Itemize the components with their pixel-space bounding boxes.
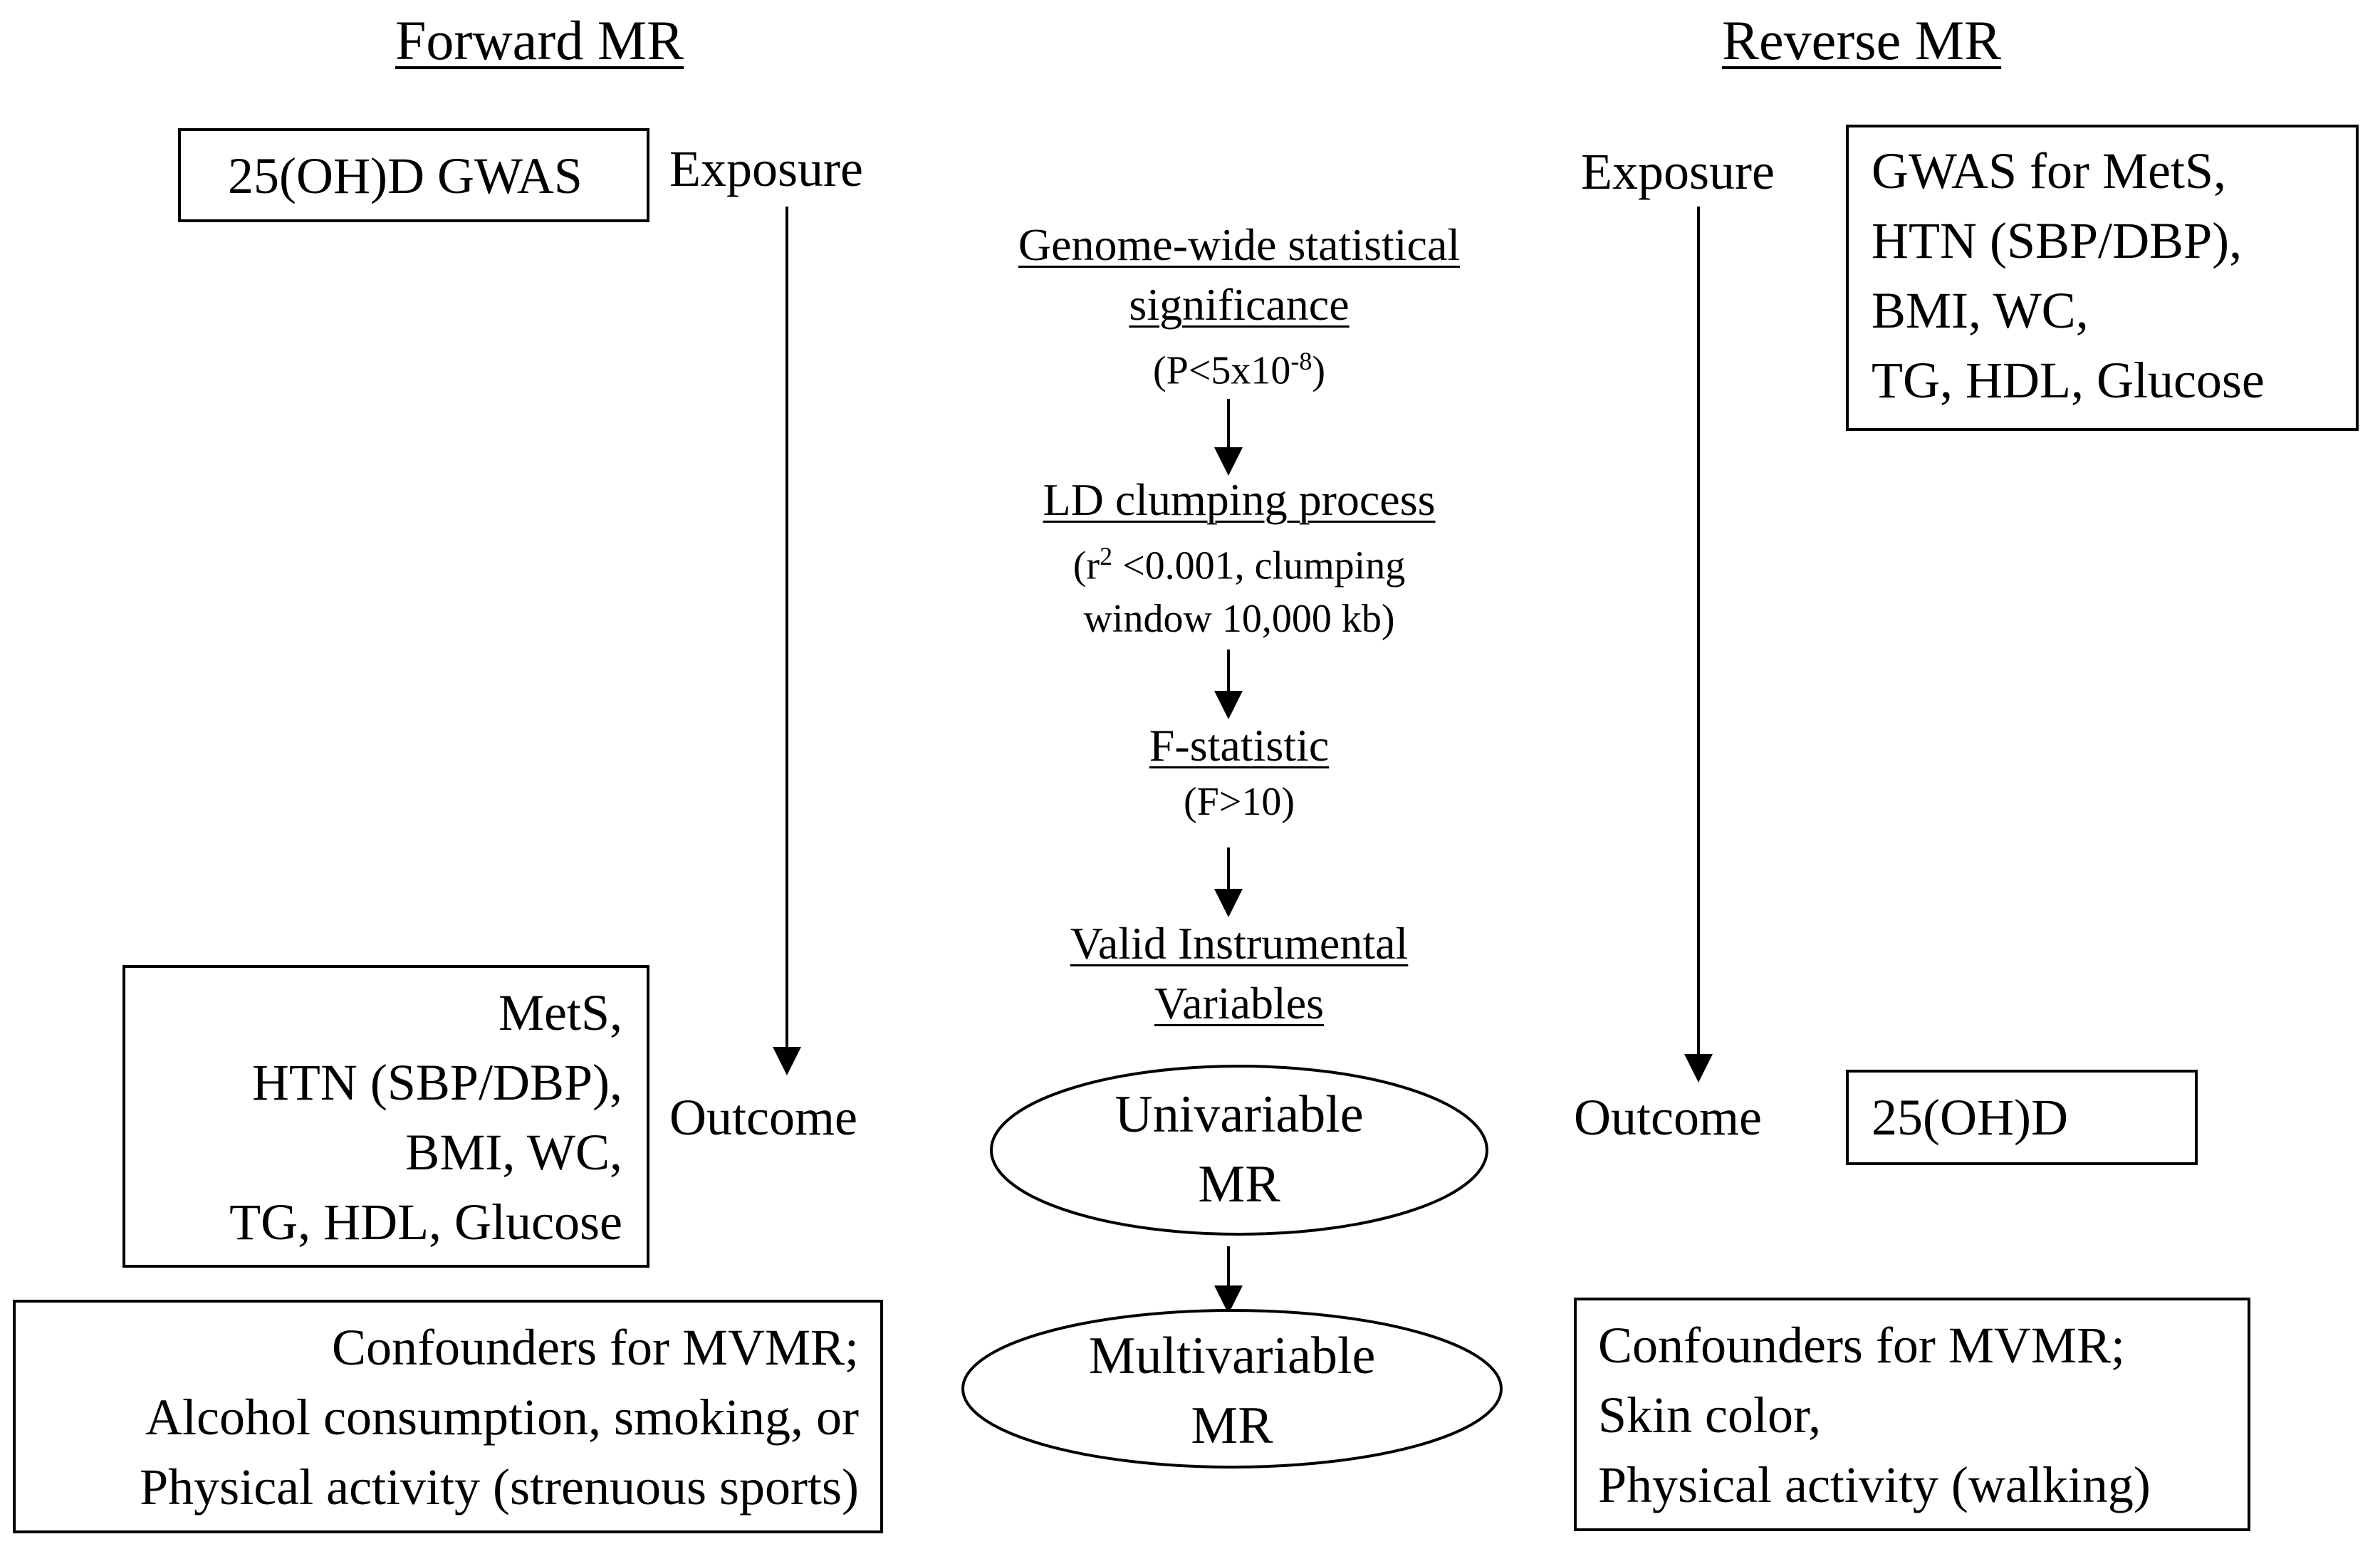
step-genome-wide-significance: Genome-wide statistical significance (P<…	[947, 215, 1531, 397]
forward-outcome-line-3: BMI, WC,	[405, 1124, 622, 1181]
step4-title-line1: Valid Instrumental	[1070, 918, 1409, 969]
reverse-mr-heading: Reverse MR	[1722, 9, 2002, 71]
reverse-outcome-box: 25(OH)D	[1846, 1070, 2198, 1165]
reverse-exposure-label: Exposure	[1581, 143, 1775, 200]
step2-params-line1: (r2 <0.001, clumping	[947, 530, 1531, 593]
reverse-exposure-box: GWAS for MetS, HTN (SBP/DBP), BMI, WC, T…	[1846, 125, 2359, 431]
forward-outcome-box: MetS, HTN (SBP/DBP), BMI, WC, TG, HDL, G…	[122, 965, 649, 1268]
reverse-confounders-line-1: Confounders for MVMR;	[1598, 1317, 2125, 1374]
forward-outcome-line-2: HTN (SBP/DBP),	[251, 1054, 622, 1111]
univariable-mr-line2: MR	[1198, 1155, 1280, 1214]
step1-threshold-pre: (P<5x10	[1152, 348, 1291, 393]
multivariable-mr-line1: Multivariable	[1088, 1327, 1376, 1385]
forward-outcome-box-text: MetS, HTN (SBP/DBP), BMI, WC, TG, HDL, G…	[229, 978, 622, 1257]
step1-title-line2: significance	[1129, 279, 1350, 330]
step3-threshold: (F>10)	[1183, 780, 1295, 824]
step1-threshold: (P<5x10-8)	[947, 335, 1531, 397]
step-f-statistic: F-statistic (F>10)	[947, 716, 1531, 828]
forward-outcome-line-1: MetS,	[498, 984, 622, 1041]
forward-confounders-text: Confounders for MVMR; Alcohol consumptio…	[140, 1313, 859, 1522]
reverse-confounders-text: Confounders for MVMR; Skin color, Physic…	[1598, 1310, 2151, 1520]
forward-outcome-label: Outcome	[669, 1089, 857, 1146]
forward-exposure-box: 25(OH)D GWAS	[178, 128, 649, 222]
step1-threshold-exponent: -8	[1290, 347, 1312, 375]
reverse-exposure-line-4: TG, HDL, Glucose	[1872, 352, 2265, 409]
step2-r-post: <0.001, clumping	[1112, 543, 1406, 588]
univariable-mr-ellipse	[990, 1065, 1488, 1236]
reverse-confounders-line-3: Physical activity (walking)	[1598, 1456, 2151, 1513]
step2-r-exponent: 2	[1100, 542, 1113, 570]
step2-params-line2: window 10,000 kb)	[1083, 596, 1395, 641]
reverse-exposure-box-text: GWAS for MetS, HTN (SBP/DBP), BMI, WC, T…	[1872, 136, 2265, 415]
reverse-confounders-line-2: Skin color,	[1598, 1387, 1822, 1444]
forward-confounders-box: Confounders for MVMR; Alcohol consumptio…	[13, 1300, 883, 1533]
reverse-outcome-box-text: 25(OH)D	[1872, 1089, 2068, 1146]
multivariable-mr-label: Multivariable MR	[983, 1321, 1481, 1461]
univariable-mr-line1: Univariable	[1115, 1085, 1364, 1144]
multivariable-mr-ellipse	[961, 1309, 1503, 1469]
step1-title-line1: Genome-wide statistical	[1018, 219, 1461, 270]
reverse-confounders-box: Confounders for MVMR; Skin color, Physic…	[1574, 1298, 2250, 1531]
forward-exposure-box-text: 25(OH)D GWAS	[228, 147, 583, 204]
step-valid-instruments: Valid Instrumental Variables	[947, 914, 1531, 1033]
step-ld-clumping: LD clumping process (r2 <0.001, clumping…	[947, 470, 1531, 645]
forward-confounders-line-2: Alcohol consumption, smoking, or	[145, 1389, 859, 1446]
univariable-mr-label: Univariable MR	[990, 1080, 1488, 1219]
forward-exposure-label: Exposure	[669, 140, 863, 197]
reverse-exposure-line-2: HTN (SBP/DBP),	[1872, 212, 2243, 269]
forward-mr-heading: Forward MR	[395, 9, 684, 71]
step4-title-line2: Variables	[1154, 978, 1325, 1028]
step3-title: F-statistic	[1149, 720, 1330, 771]
forward-outcome-line-4: TG, HDL, Glucose	[229, 1194, 622, 1251]
reverse-exposure-line-1: GWAS for MetS,	[1872, 142, 2226, 199]
step2-r-pre: (r	[1072, 543, 1100, 588]
multivariable-mr-line2: MR	[1191, 1397, 1273, 1455]
reverse-outcome-label: Outcome	[1574, 1089, 1762, 1146]
forward-confounders-line-3: Physical activity (strenuous sports)	[140, 1459, 859, 1516]
forward-confounders-line-1: Confounders for MVMR;	[332, 1319, 859, 1376]
step2-title: LD clumping process	[1043, 474, 1436, 525]
reverse-exposure-line-3: BMI, WC,	[1872, 282, 2089, 339]
step1-threshold-post: )	[1312, 348, 1326, 393]
